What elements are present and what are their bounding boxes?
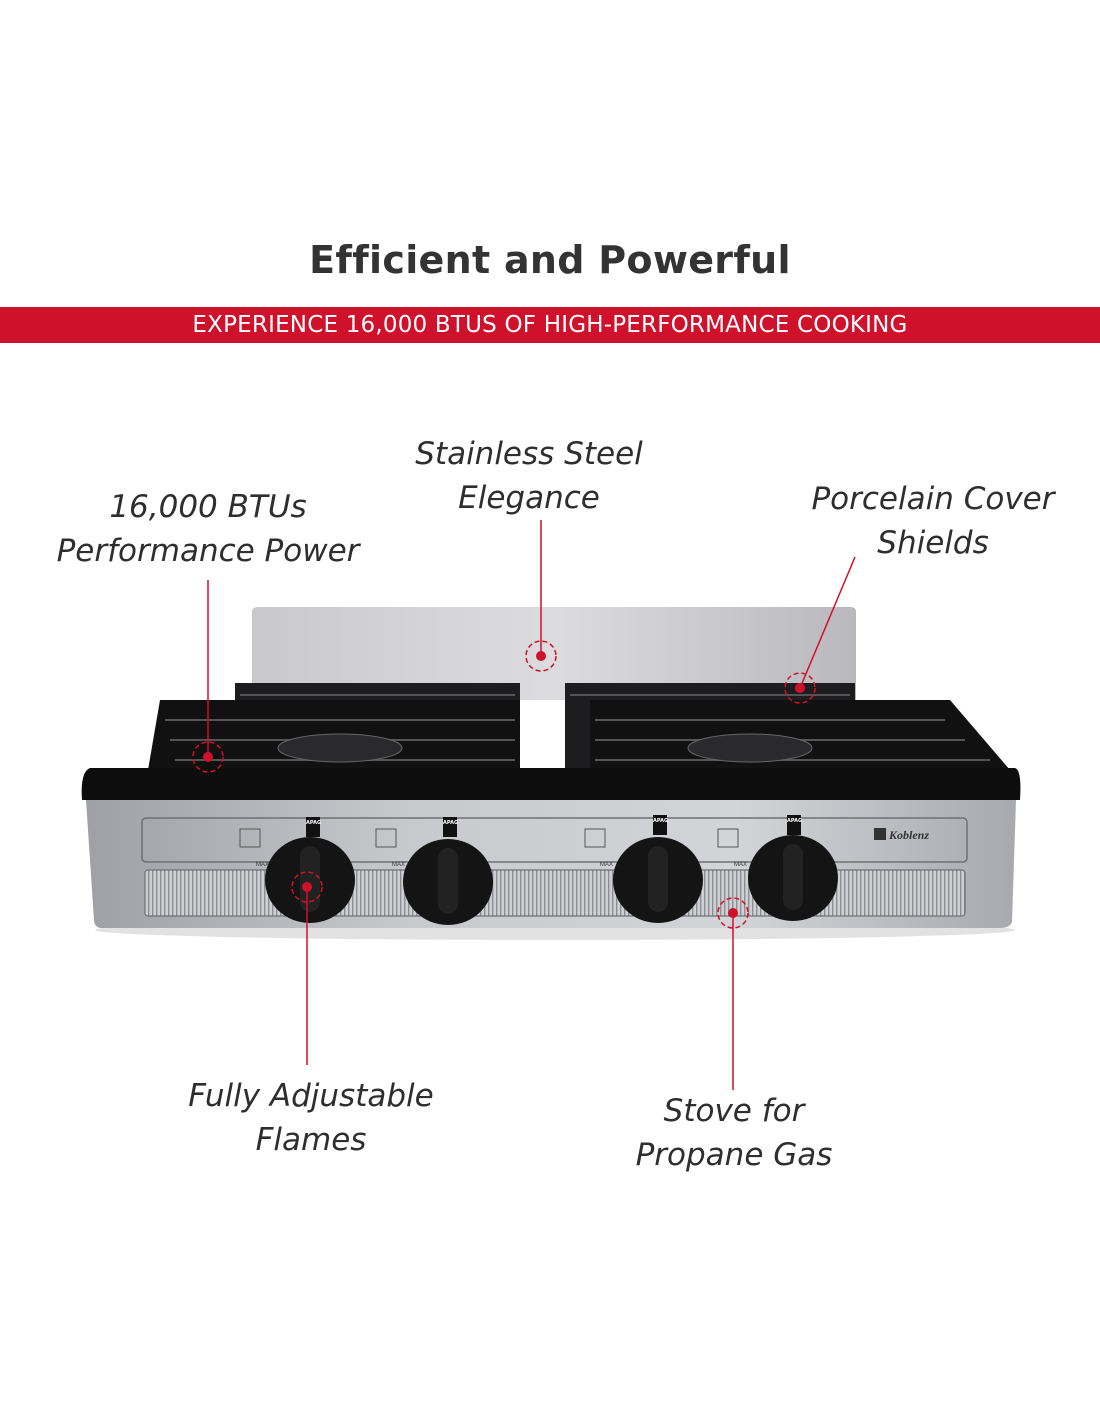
- callout-stainless-steel: Stainless Steel Elegance: [415, 432, 643, 520]
- brand-logo-icon: [874, 828, 886, 840]
- max-label: MAX: [256, 862, 269, 868]
- callout-btu-power: 16,000 BTUs Performance Power: [57, 485, 360, 573]
- flame-indicators: [239, 828, 739, 848]
- callout-markers: [192, 520, 856, 1090]
- svg-text:APAG: APAG: [787, 818, 802, 824]
- page-title: Efficient and Powerful: [309, 238, 791, 282]
- knob-4[interactable]: APAG: [748, 815, 838, 921]
- max-label: MAX: [392, 862, 405, 868]
- backsplash: [252, 607, 856, 700]
- callout-line: Stainless Steel: [415, 436, 643, 472]
- max-label: MAX: [600, 862, 613, 868]
- callout-line: Flames: [255, 1122, 367, 1158]
- svg-text:APAG: APAG: [306, 820, 321, 826]
- callout-line: Fully Adjustable: [188, 1078, 434, 1114]
- callout-line: Porcelain Cover: [811, 481, 1055, 517]
- callout-line: Shields: [877, 525, 989, 561]
- burner-knobs: APAG APAG APAG APAG: [265, 815, 838, 925]
- max-label: MAX: [734, 862, 747, 868]
- callout-adjustable-flames: Fully Adjustable Flames: [188, 1074, 433, 1162]
- callout-line: Propane Gas: [635, 1137, 833, 1173]
- brand-name: Koblenz: [888, 828, 929, 842]
- promo-banner: EXPERIENCE 16,000 BTUS OF HIGH-PERFORMAN…: [0, 307, 1100, 343]
- burner-grates: [148, 683, 1010, 773]
- callout-line: 16,000 BTUs: [109, 489, 307, 525]
- callout-line: Elegance: [458, 480, 600, 516]
- svg-text:APAG: APAG: [443, 820, 458, 826]
- callout-line: Stove for: [663, 1093, 805, 1129]
- callout-propane-gas: Stove for Propane Gas: [636, 1089, 833, 1177]
- callout-line: Performance Power: [56, 533, 360, 569]
- knob-1[interactable]: APAG: [265, 817, 355, 923]
- svg-text:APAG: APAG: [653, 818, 668, 824]
- knob-2[interactable]: APAG: [403, 817, 493, 925]
- knob-3[interactable]: APAG: [613, 815, 703, 923]
- callout-porcelain-shields: Porcelain Cover Shields: [811, 477, 1054, 565]
